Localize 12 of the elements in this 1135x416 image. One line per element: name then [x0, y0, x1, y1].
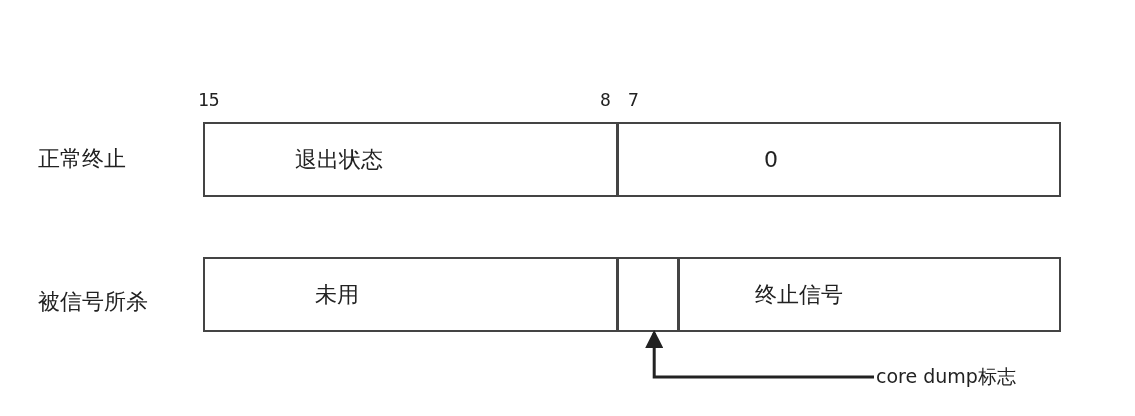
row-label: 正常终止	[38, 145, 126, 173]
row-label: 被信号所杀	[38, 288, 148, 316]
field-cell: 0	[617, 122, 1061, 197]
bit-number: 15	[198, 88, 220, 112]
annotation-text: core dump标志	[876, 362, 1076, 390]
bit-number: 7	[628, 88, 639, 112]
field-cell: 退出状态	[203, 122, 618, 197]
leader-arrow	[645, 330, 874, 379]
bit-number: 8	[600, 88, 611, 112]
field-cell: 未用	[203, 257, 618, 332]
flag-bit-cell	[617, 257, 679, 332]
field-cell: 终止信号	[678, 257, 1061, 332]
